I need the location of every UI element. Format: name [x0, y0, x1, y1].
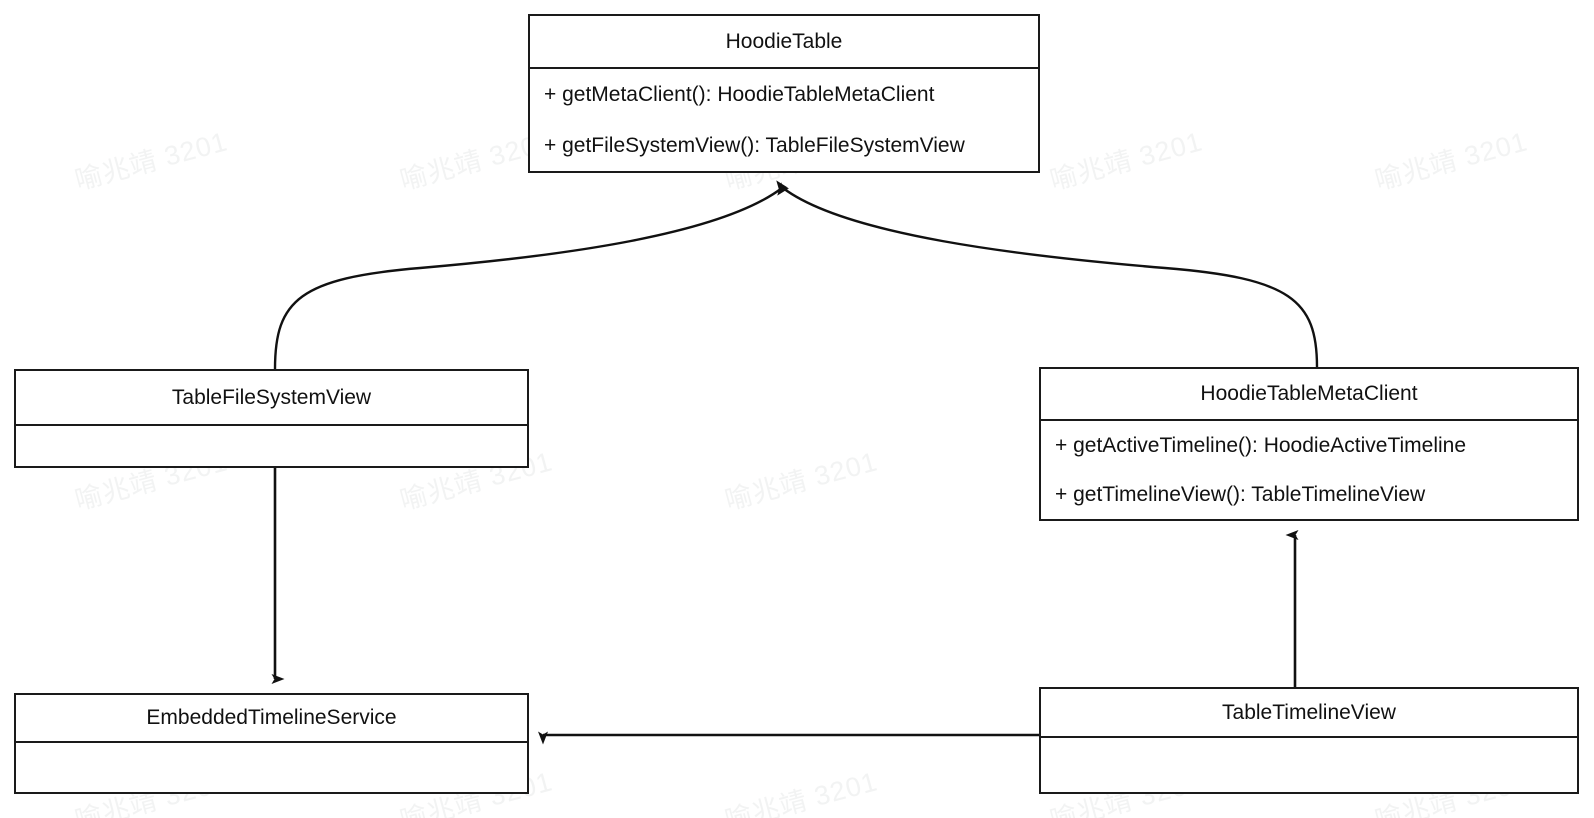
class-members-table-timeline-view — [1041, 738, 1577, 792]
relation-file-system-view-to-hoodie-table — [273, 180, 789, 370]
class-members-embedded-timeline-service — [16, 743, 527, 792]
class-box-table-file-system-view[interactable]: TableFileSystemView — [14, 369, 529, 468]
class-members-table-file-system-view — [16, 426, 527, 466]
watermark-text: 喻兆靖 3201 — [1371, 126, 1531, 196]
watermark-text: 喻兆靖 3201 — [1046, 126, 1206, 196]
watermark-text: 喻兆靖 3201 — [721, 766, 881, 818]
class-box-table-timeline-view[interactable]: TableTimelineView — [1039, 687, 1579, 794]
watermark-text: 喻兆靖 3201 — [721, 446, 881, 516]
watermark-text: 喻兆靖 3201 — [71, 126, 231, 196]
class-box-hoodie-table-meta-client[interactable]: HoodieTableMetaClient + getActiveTimelin… — [1039, 367, 1579, 521]
class-member: + getActiveTimeline(): HoodieActiveTimel… — [1055, 433, 1467, 457]
class-members-hoodie-table-meta-client: + getActiveTimeline(): HoodieActiveTimel… — [1041, 421, 1577, 519]
class-name-hoodie-table-meta-client: HoodieTableMetaClient — [1041, 369, 1577, 421]
relation-meta-client-to-hoodie-table — [777, 182, 1319, 368]
class-name-table-file-system-view: TableFileSystemView — [16, 371, 527, 426]
class-box-hoodie-table[interactable]: HoodieTable + getMetaClient(): HoodieTab… — [528, 14, 1040, 173]
class-member: + getTimelineView(): TableTimelineView — [1055, 482, 1426, 506]
class-name-hoodie-table: HoodieTable — [530, 16, 1038, 69]
class-name-table-timeline-view: TableTimelineView — [1041, 689, 1577, 738]
class-member: + getMetaClient(): HoodieTableMetaClient — [544, 82, 935, 106]
class-box-embedded-timeline-service[interactable]: EmbeddedTimelineService — [14, 693, 529, 794]
class-member: + getFileSystemView(): TableFileSystemVi… — [544, 133, 965, 157]
class-members-hoodie-table: + getMetaClient(): HoodieTableMetaClient… — [530, 69, 1038, 171]
class-name-embedded-timeline-service: EmbeddedTimelineService — [16, 695, 527, 743]
